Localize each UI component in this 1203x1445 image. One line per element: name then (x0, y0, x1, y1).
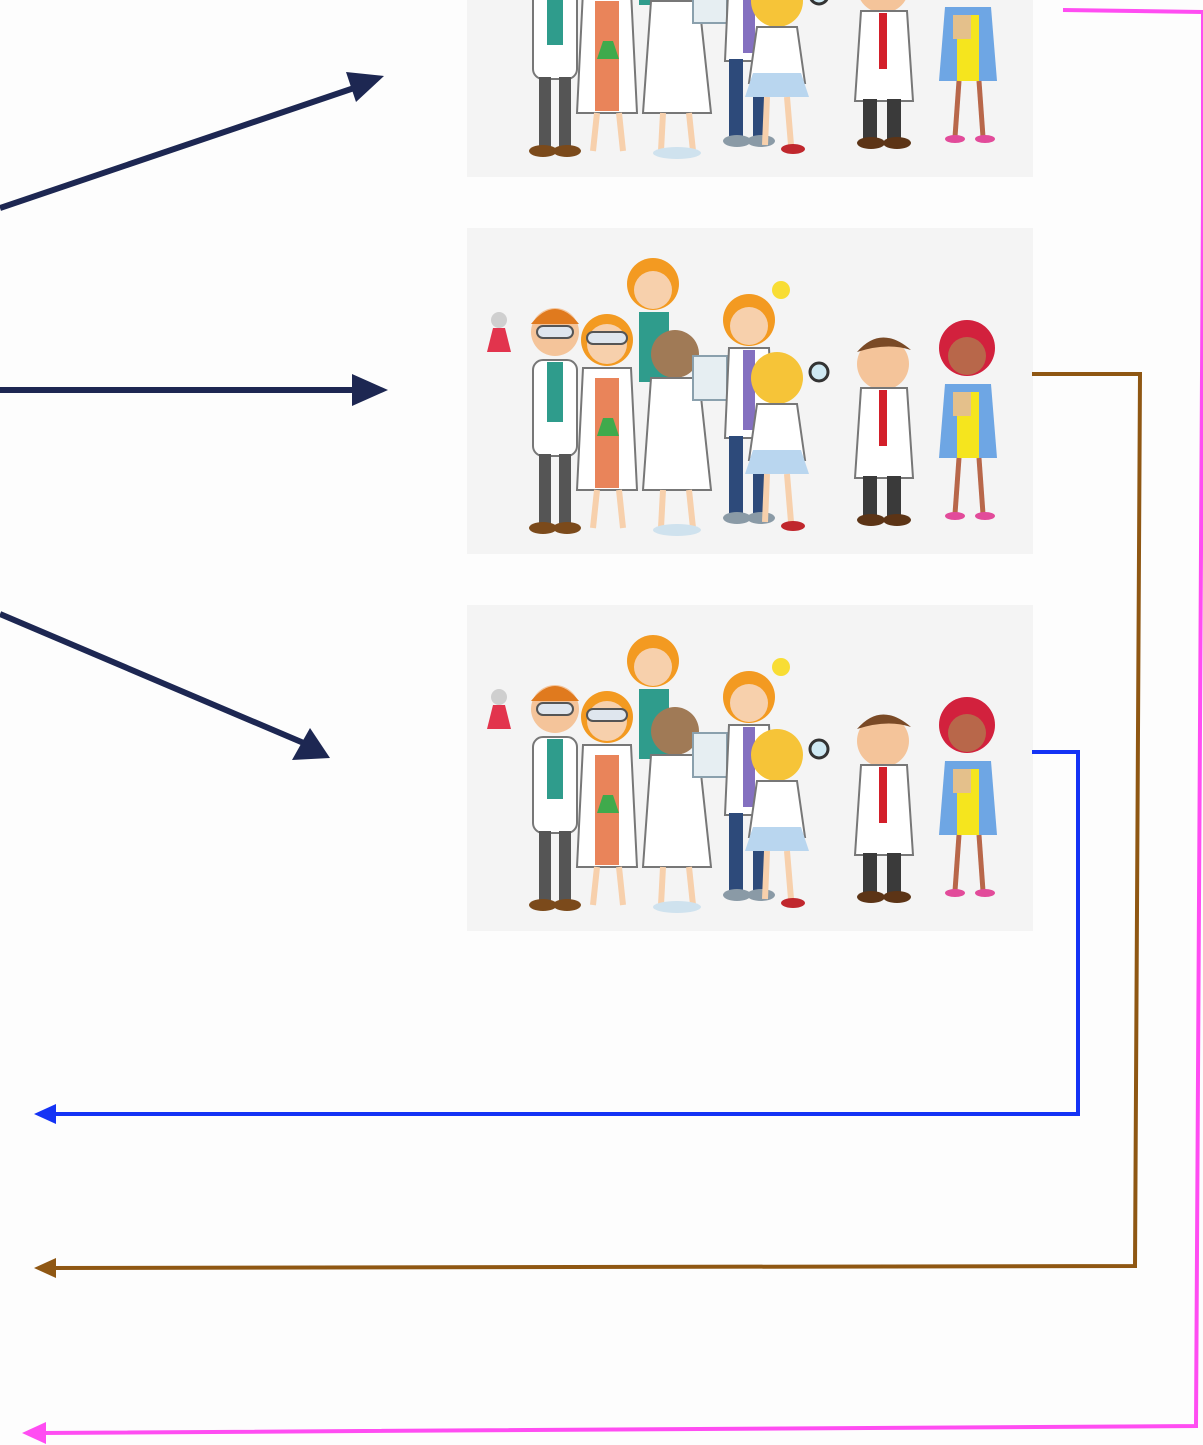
arrow-to-top-panel (0, 72, 384, 211)
connector-magenta (22, 8, 1203, 1444)
arrow-to-bottom-panel (0, 611, 330, 760)
connector-brown (34, 372, 1143, 1278)
image-panel-top (467, 0, 1033, 177)
image-panel-bottom (467, 605, 1033, 931)
arrow-to-middle-panel (0, 374, 388, 406)
image-panel-middle (467, 228, 1033, 554)
connector-blue (34, 750, 1080, 1124)
